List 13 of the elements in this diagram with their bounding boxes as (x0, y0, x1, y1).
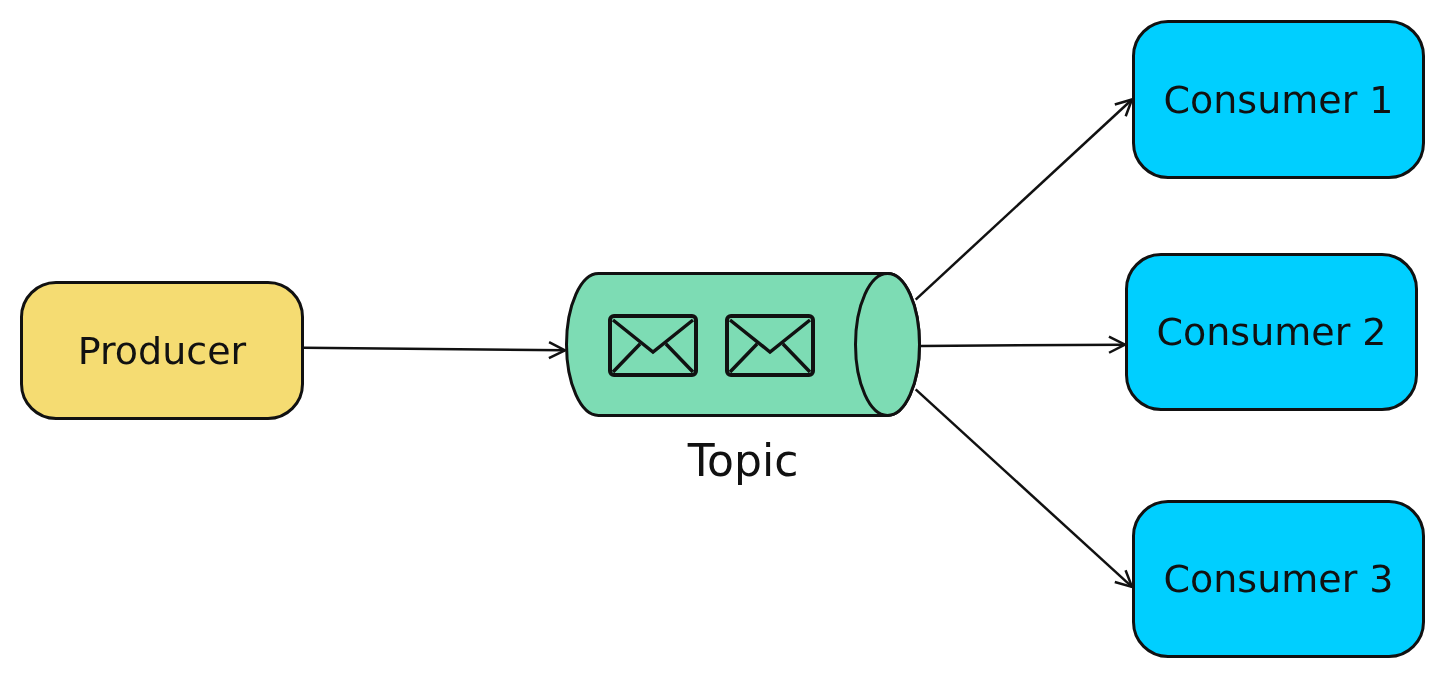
arrow (304, 340, 567, 360)
topic-label: Topic (686, 435, 800, 486)
process-box (1132, 20, 1425, 179)
arrow (914, 98, 1134, 301)
node-label: Consumer 3 (1163, 557, 1394, 601)
node-label: Producer (77, 328, 247, 373)
process-box (1132, 500, 1425, 658)
arrow (921, 335, 1127, 354)
node-label: Consumer 1 (1163, 77, 1394, 122)
process-box (20, 281, 304, 420)
arrow (914, 388, 1134, 589)
process-box (1125, 253, 1418, 411)
node-label: Consumer 2 (1156, 310, 1387, 354)
